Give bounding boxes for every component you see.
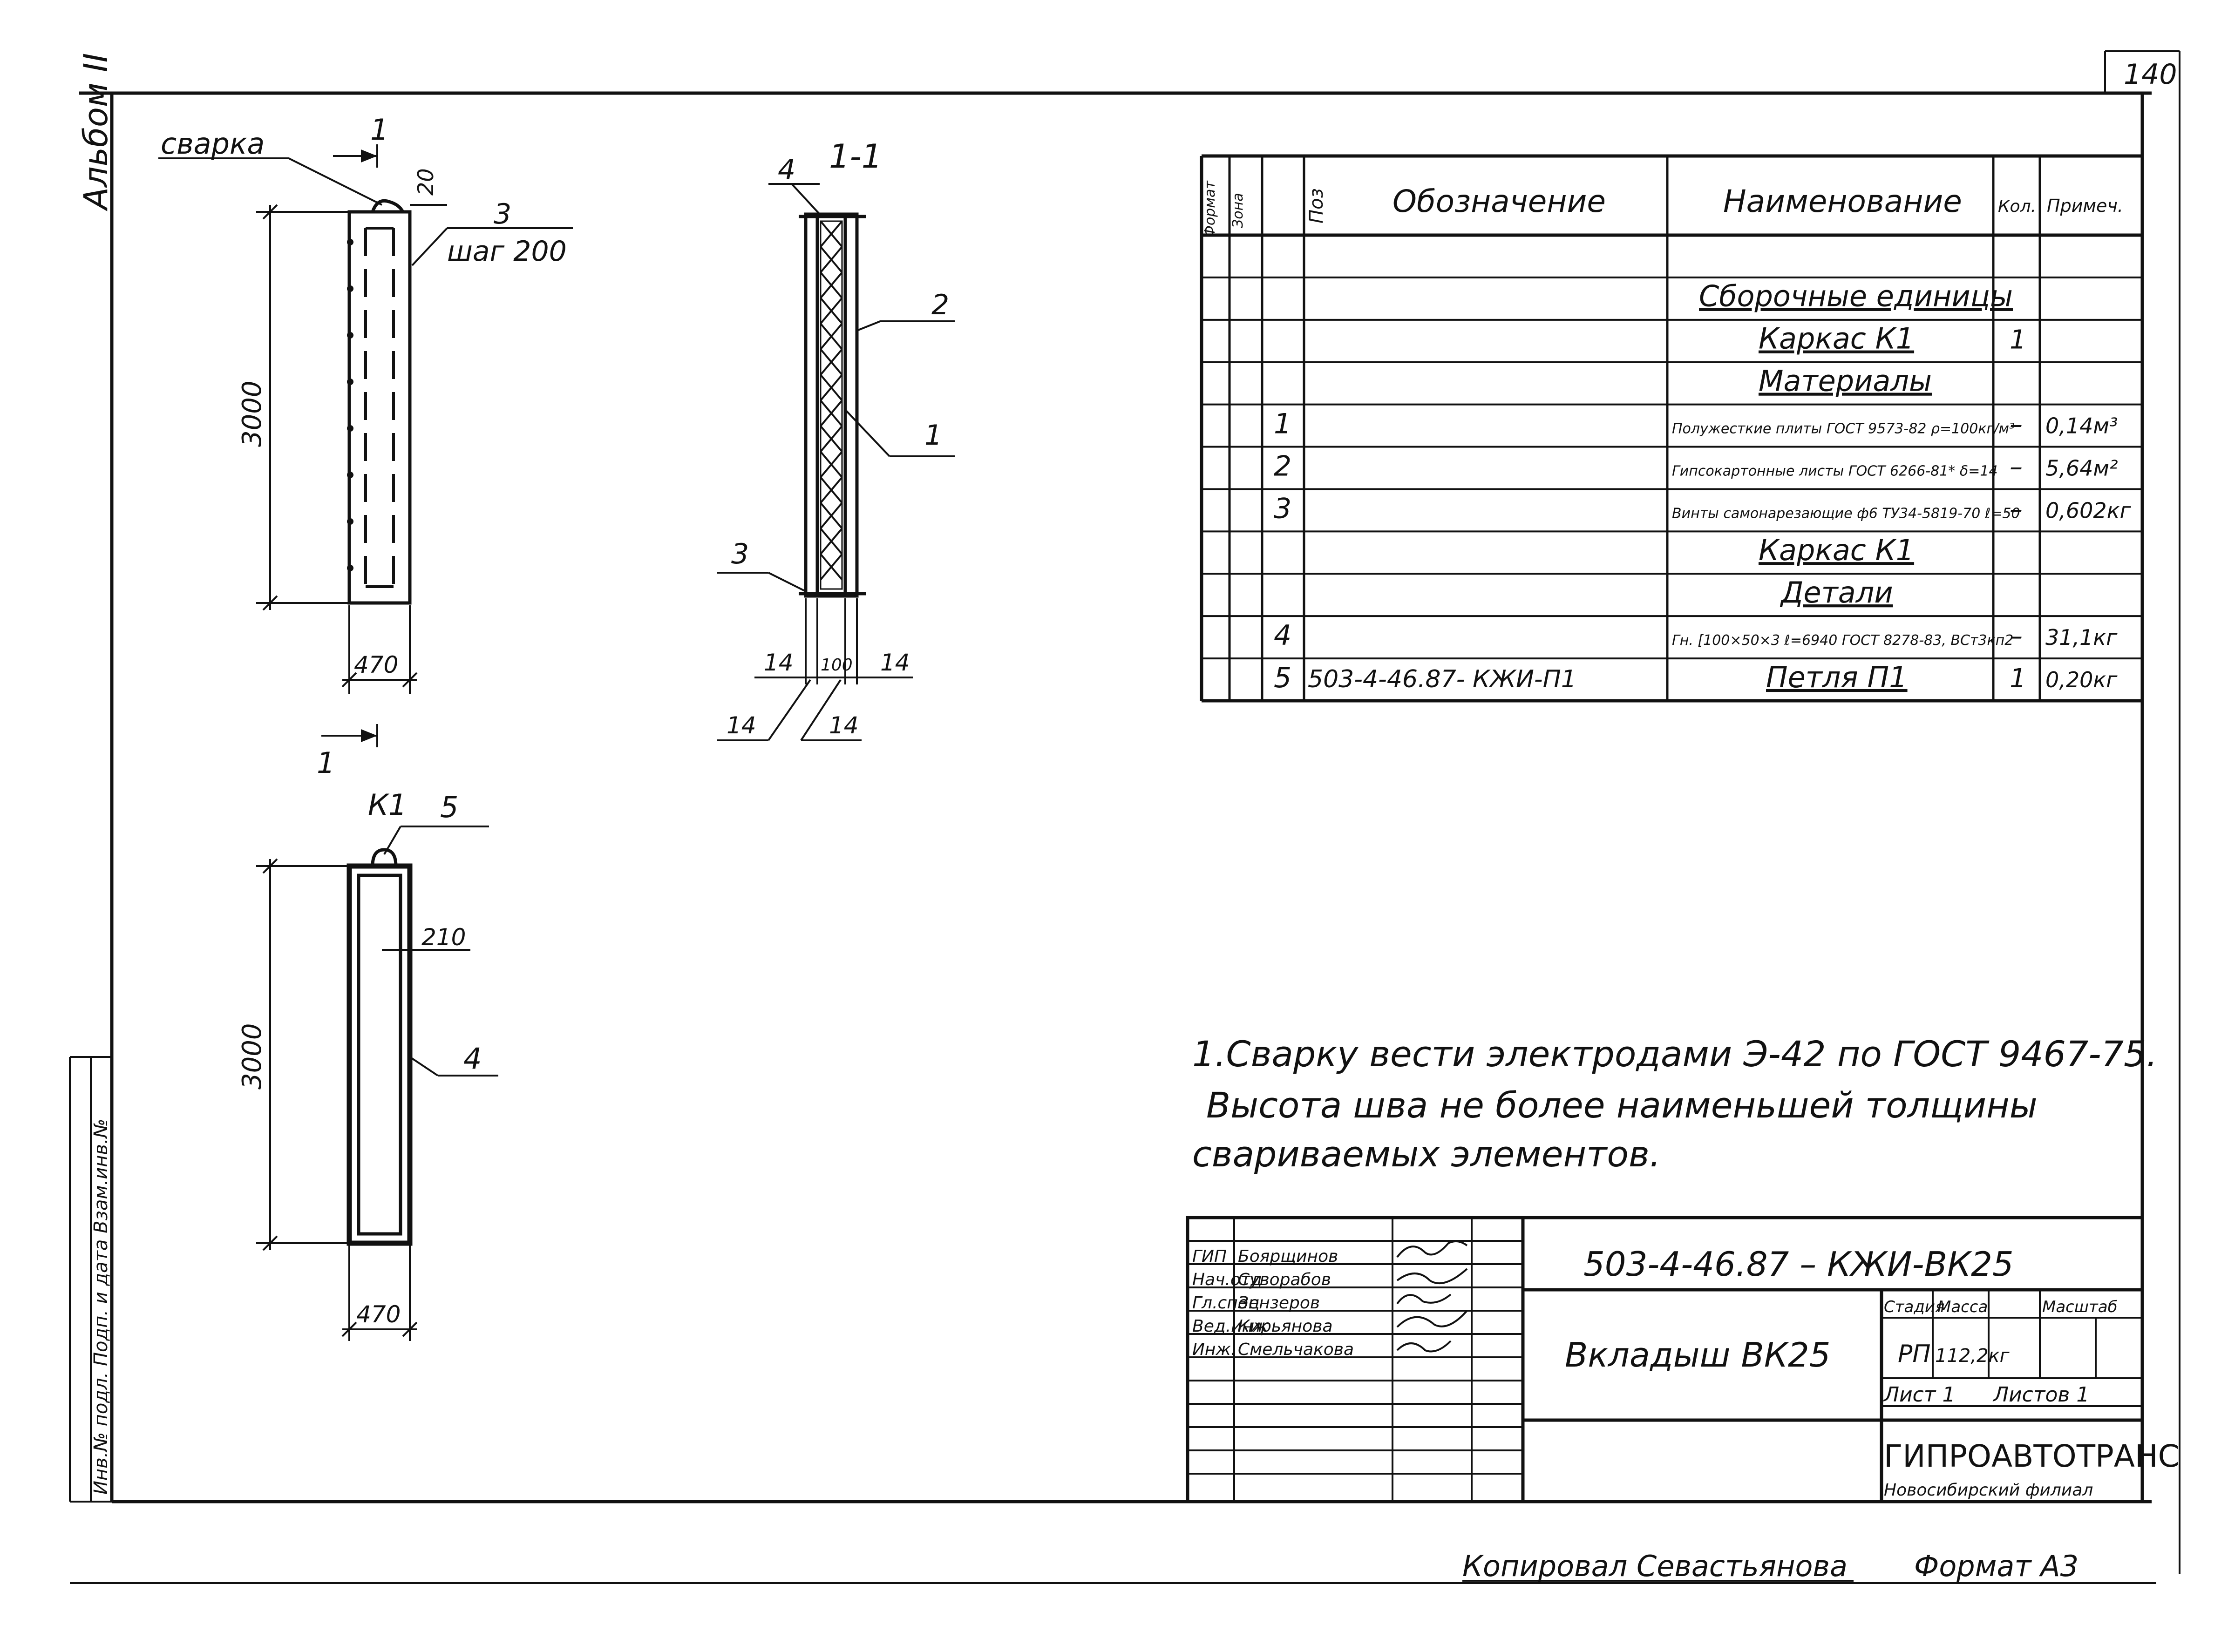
- front-callout-num: 3: [494, 198, 511, 230]
- spec-cell-name: Каркас К1: [1759, 533, 1914, 567]
- spec-cell-name: Сборочные единицы: [1699, 279, 2013, 313]
- dim-top: 20: [413, 168, 438, 196]
- section-dim-14c: 14: [727, 712, 756, 739]
- frame-inner-dim: 210: [421, 924, 466, 951]
- spec-header-zone: Зона: [1230, 193, 1246, 228]
- spec-header-designation: Обозначение: [1392, 183, 1606, 219]
- role-chief-spec: Гл.спец: [1192, 1293, 1260, 1313]
- spec-cell-designation: 503-4-46.87- КЖИ-П1: [1308, 665, 1576, 693]
- title-block: ГИП Нач.отд Гл.спец Вед.инж Инж. Боярщин…: [1186, 1216, 2180, 1503]
- spec-table-grid: [1200, 154, 2144, 703]
- name-1: Боярщинов: [1238, 1247, 1338, 1266]
- note-line-3: свариваемых элементов.: [1192, 1133, 1661, 1175]
- weld-label: сварка: [161, 127, 265, 161]
- spec-cell-pos: 2: [1274, 450, 1291, 482]
- spec-cell-qty: –: [2010, 621, 2023, 651]
- album-label: Альбом II: [77, 53, 115, 211]
- spec-cell-qty: 1: [2010, 664, 2026, 694]
- role-gip: ГИП: [1192, 1247, 1227, 1266]
- spec-header-format: Формат: [1202, 180, 1218, 237]
- spec-cell-name: Материалы: [1759, 364, 1932, 398]
- frame-callout-4: 4: [463, 1042, 482, 1076]
- section-view: 1-1 4 2 1 3 14 100 14 14 14: [717, 137, 955, 741]
- spec-header-name: Наименование: [1723, 183, 1962, 219]
- name-3: Зензеров: [1238, 1293, 1320, 1313]
- footer-copied: Копировал Севастьянова: [1462, 1549, 1848, 1583]
- scale-label: Масштаб: [2042, 1298, 2118, 1316]
- frame-title: К1: [368, 788, 407, 822]
- spec-cell-qty: 1: [2010, 325, 2026, 355]
- section-callout-1: 1: [924, 419, 942, 452]
- spec-header-note: Примеч.: [2047, 196, 2123, 216]
- spec-cell-qty: –: [2010, 494, 2023, 524]
- spec-cell-note: 0,20кг: [2045, 667, 2118, 692]
- spec-cell-note: 0,602кг: [2045, 498, 2131, 523]
- spec-cell-name: Гн. [100×50×3 ℓ=6940 ГОСТ 8278-83, ВСт3к…: [1672, 632, 2013, 649]
- mass-value: 112,2кг: [1935, 1345, 2010, 1367]
- role-eng: Инж.: [1192, 1340, 1236, 1359]
- front-height-dim: 3000: [237, 380, 267, 447]
- org-branch: Новосибирский филиал: [1884, 1481, 2093, 1500]
- spec-cell-name: Полужесткие плиты ГОСТ 9573-82 ρ=100кг/м…: [1672, 420, 2015, 437]
- mass-label: Масса: [1937, 1298, 1988, 1316]
- section-dim-14b: 14: [880, 649, 910, 676]
- section-callout-3: 3: [731, 538, 749, 570]
- spec-header-pos: Поз: [1306, 188, 1327, 223]
- signatures: [1396, 1240, 1468, 1353]
- footer-format: Формат А3: [1914, 1549, 2079, 1583]
- note-line-2: Высота шва не более наименьшей толщины: [1206, 1084, 2038, 1126]
- spec-cell-pos: 4: [1274, 619, 1291, 652]
- spec-cell-name: Гипсокартонные листы ГОСТ 6266-81* δ=14: [1672, 463, 1998, 479]
- stage-label: Стадия: [1884, 1298, 1944, 1316]
- name-4: Кирьянова: [1238, 1317, 1333, 1336]
- spec-header-qty: Кол.: [1998, 197, 2036, 216]
- spec-cell-name: Каркас К1: [1759, 322, 1914, 356]
- spec-cell-note: 5,64м²: [2045, 455, 2118, 481]
- front-width-dim: 470: [354, 651, 398, 678]
- front-bolts: [347, 239, 353, 571]
- section-title: 1-1: [829, 137, 882, 176]
- front-callout-text: шаг 200: [447, 235, 567, 268]
- sheets-label: Листов 1: [1992, 1383, 2089, 1407]
- spec-table: Формат Зона Поз Обозначение Наименование…: [1202, 180, 2131, 694]
- spec-cell-name: Петля П1: [1766, 660, 1908, 694]
- section-dim-14a: 14: [764, 649, 794, 676]
- name-2: Суворабов: [1238, 1270, 1331, 1289]
- spec-cell-pos: 1: [1274, 407, 1291, 440]
- spec-cell-note: 0,14м³: [2045, 413, 2118, 438]
- role-lead-eng: Вед.инж: [1192, 1317, 1268, 1336]
- spec-cell-pos: 3: [1274, 492, 1291, 525]
- role-head: Нач.отд: [1192, 1270, 1262, 1289]
- section-mark-bottom: 1: [317, 746, 335, 780]
- section-callout-2: 2: [931, 289, 949, 321]
- org-name: ГИПРОАВТОТРАНС: [1884, 1438, 2180, 1474]
- name-5: Смельчакова: [1238, 1340, 1354, 1359]
- doc-code: 503-4-46.87 – КЖИ-ВК25: [1583, 1245, 2014, 1284]
- spec-cell-name: Винты самонарезающие ф6 ТУ34-5819-70 ℓ=5…: [1672, 505, 2020, 521]
- spec-cell-qty: –: [2010, 452, 2023, 482]
- frame-width-dim: 470: [356, 1301, 401, 1328]
- section-dim-100: 100: [821, 656, 853, 675]
- spec-cell-note: 31,1кг: [2045, 625, 2118, 650]
- note-line-1: 1.Сварку вести электродами Э-42 по ГОСТ …: [1192, 1033, 2158, 1075]
- section-dim-14d: 14: [829, 712, 859, 739]
- notes: 1.Сварку вести электродами Э-42 по ГОСТ …: [1192, 1033, 2158, 1175]
- spec-cell-pos: 5: [1274, 662, 1291, 694]
- section-callout-4: 4: [778, 154, 795, 186]
- spec-cell-qty: –: [2010, 409, 2023, 440]
- page-number: 140: [2124, 58, 2177, 91]
- front-view: сварка 1 20 3 шаг 200 3000 470 1: [158, 113, 573, 780]
- spec-cell-name: Детали: [1780, 575, 1893, 609]
- frame-view: К1 5 210 4 3000 470: [237, 788, 498, 1341]
- section-mark-top: 1: [370, 113, 388, 147]
- stage-value: РП: [1898, 1340, 1930, 1368]
- frame-height-dim: 3000: [237, 1023, 267, 1090]
- frame-callout-5: 5: [440, 790, 458, 824]
- doc-title: Вкладыш ВК25: [1565, 1335, 1831, 1374]
- side-stamp: Инв.№ подл. Подп. и дата Взам.инв.№: [90, 1119, 112, 1495]
- sheet-label: Лист 1: [1883, 1383, 1955, 1407]
